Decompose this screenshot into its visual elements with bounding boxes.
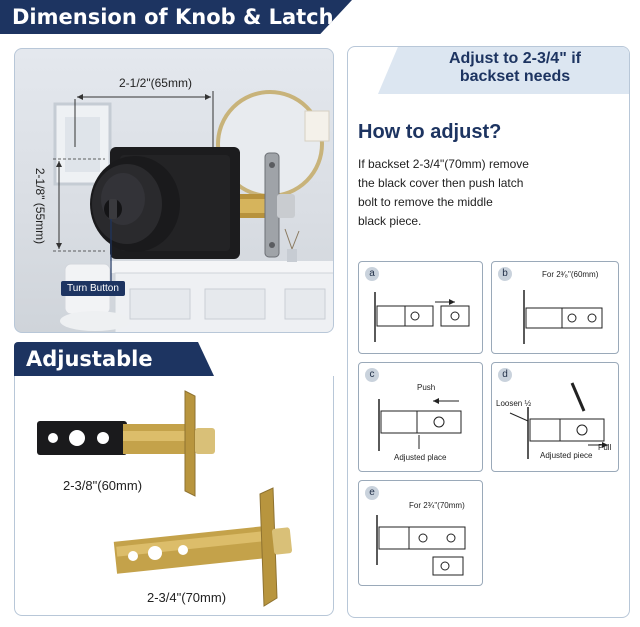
header-banner: Dimension of Knob & Latch xyxy=(0,0,352,34)
turn-button-callout: Turn Button xyxy=(61,281,125,296)
adjustable-latch-panel: 2-3/8"(60mm) 2-3/4"(70mm) xyxy=(14,376,334,616)
step-badge: a xyxy=(365,267,379,281)
step-c-adjusted-label: Adjusted place xyxy=(394,453,447,462)
step-d-loosen-label: Loosen ½ xyxy=(496,399,532,408)
door-knob-photo xyxy=(53,90,333,332)
step-badge: c xyxy=(365,368,379,382)
how-to-adjust-panel: Adjust to 2-3/4" if backset needs How to… xyxy=(347,46,630,618)
step-a-diagram: a xyxy=(358,261,483,354)
how-to-title: How to adjust? xyxy=(358,121,502,143)
adjust-banner-line2: backset needs xyxy=(459,68,571,85)
step-a-drawing xyxy=(374,292,470,342)
step-c-drawing xyxy=(378,398,462,451)
instruction-line: bolt to remove the middle xyxy=(358,195,493,209)
width-dimension-label: 2-1/2"(65mm) xyxy=(119,76,192,90)
height-dimension-label: 2-1/8" (55mm) xyxy=(33,167,47,245)
step-badge: b xyxy=(498,267,512,281)
step-d-pull-label: Pull xyxy=(598,443,612,452)
step-badge: e xyxy=(365,486,379,500)
step-b-diagram: b For 2³⁄₈"(60mm) xyxy=(491,261,619,354)
adjustable-latch-title: Adjustable Latch xyxy=(26,347,153,371)
adjust-banner: Adjust to 2-3/4" if backset needs xyxy=(378,47,629,94)
step-c-push-label: Push xyxy=(417,383,436,392)
step-e-note: For 2¾"(70mm) xyxy=(409,501,465,510)
step-d-drawing xyxy=(509,382,608,459)
product-photo-panel: 2-1/2"(65mm) 2-1/8" (55mm) Turn Button xyxy=(14,48,334,333)
step-e-drawing xyxy=(376,515,466,576)
step-b-drawing xyxy=(523,290,603,344)
step-e-diagram: e For 2¾"(70mm) xyxy=(358,480,483,586)
instruction-line: the black cover then push latch xyxy=(358,176,524,190)
adjustable-latch-banner: Adjustable Latch xyxy=(14,342,214,376)
latch-70mm-label: 2-3/4"(70mm) xyxy=(147,590,227,605)
instruction-line: If backset 2-3/4"(70mm) remove xyxy=(358,157,529,171)
instruction-line: black piece. xyxy=(358,214,422,228)
latch-60mm-label: 2-3/8"(60mm) xyxy=(63,478,143,493)
latch-illustrations xyxy=(37,390,293,607)
step-badge: d xyxy=(498,368,512,382)
step-b-note: For 2³⁄₈"(60mm) xyxy=(542,270,599,279)
adjust-banner-line1: Adjust to 2-3/4" if xyxy=(448,50,582,67)
step-c-diagram: c Push Adjusted place xyxy=(358,362,483,472)
how-to-instructions: If backset 2-3/4"(70mm) remove the black… xyxy=(358,155,529,231)
header-title: Dimension of Knob & Latch xyxy=(12,5,334,29)
step-d-adjusted-label: Adjusted piece xyxy=(540,451,593,460)
step-d-diagram: d Loosen ½ Adjusted piece Pull xyxy=(491,362,619,472)
